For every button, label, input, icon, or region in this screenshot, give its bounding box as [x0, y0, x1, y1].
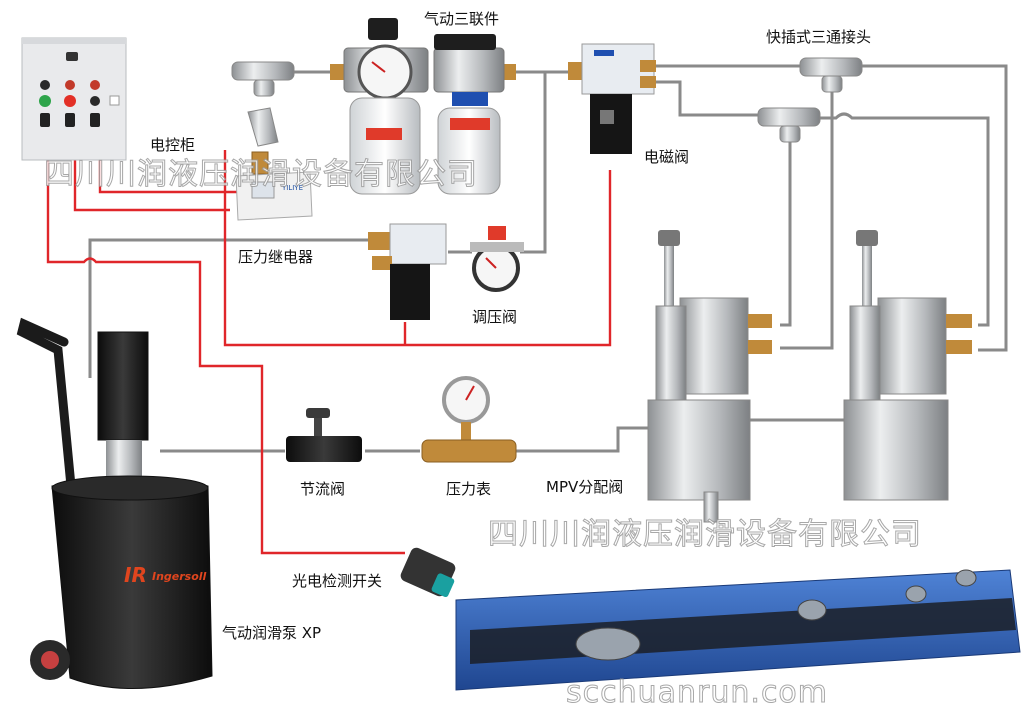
label-pump: 气动润滑泵 XP [222, 624, 321, 642]
indicator-lamp [90, 96, 100, 106]
quick-connector [247, 107, 279, 147]
quick-tee-upper [799, 57, 863, 93]
air-line-solenoid-to-tee2 [655, 80, 760, 117]
mpv-valve-right [843, 230, 972, 501]
air-line-relayvalve-out [88, 238, 368, 378]
label-frl-unit: 气动三联件 [424, 10, 499, 28]
conveyor-chain [455, 569, 1021, 691]
photoelectric-switch [400, 547, 456, 598]
pressure-relay: YILIYE [235, 151, 313, 221]
label-mpv-valve: MPV分配阀 [546, 478, 623, 496]
indicator-lamp [90, 80, 100, 90]
selector-switch [90, 113, 100, 127]
indicator-lamp [65, 80, 75, 90]
throttle-valve [286, 408, 362, 462]
quick-tee-fitting [231, 61, 295, 97]
grease-line-gauge-to-mpv [515, 426, 652, 453]
pressure-regulator [470, 226, 524, 292]
label-regulator-valve: 调压阀 [472, 308, 517, 326]
label-pressure-relay: 压力继电器 [238, 248, 313, 266]
filter-bowl [349, 97, 421, 195]
watermark-top: 四川川润液压润滑设备有限公司 [44, 157, 478, 192]
frl-unit [330, 18, 516, 195]
watermark-bottom: scchuanrun.com [566, 675, 828, 710]
reset-button [109, 95, 120, 106]
pump-brand: Ingersoll [152, 570, 207, 583]
air-line-tee1-right [860, 64, 1008, 352]
mpv-valve-left [647, 230, 772, 523]
signal-wires [46, 150, 612, 555]
indicator-lamp [40, 80, 50, 90]
label-pressure-gauge: 压力表 [446, 480, 491, 498]
label-photo-switch: 光电检测开关 [292, 572, 382, 590]
label-quick-tee: 快插式三通接头 [766, 28, 871, 46]
solenoid-valve [568, 43, 656, 154]
wire-cabinet-down [46, 160, 405, 555]
air-lines [88, 64, 1008, 453]
air-line-tee2-down [780, 140, 792, 327]
quick-tee-lower [757, 107, 821, 143]
cabinet-display [66, 52, 78, 61]
label-solenoid-valve: 电磁阀 [644, 148, 689, 166]
watermark-right: 四川川润液压润滑设备有限公司 [488, 517, 922, 552]
stop-button [64, 95, 76, 107]
pilot-solenoid-valve [368, 223, 447, 320]
pneumatic-pump: IR Ingersoll [16, 317, 213, 690]
wire-to-relayvalve [98, 160, 260, 194]
control-cabinet [21, 37, 127, 161]
wire-to-solenoid [223, 150, 612, 347]
air-line-frl-to-regulator [520, 72, 547, 254]
pressure-gauge [421, 376, 517, 463]
label-control-cabinet: 电控柜 [150, 136, 195, 154]
air-line-tee1-down [780, 90, 834, 350]
selector-switch [65, 113, 75, 127]
start-button [39, 95, 51, 107]
selector-switch [40, 113, 50, 127]
wire-to-relay [73, 160, 230, 212]
air-line-tee2-right [818, 112, 990, 327]
svg-text:YILIYE: YILIYE [281, 184, 303, 192]
svg-text:IR: IR [124, 563, 147, 587]
label-throttle-valve: 节流阀 [300, 480, 345, 498]
